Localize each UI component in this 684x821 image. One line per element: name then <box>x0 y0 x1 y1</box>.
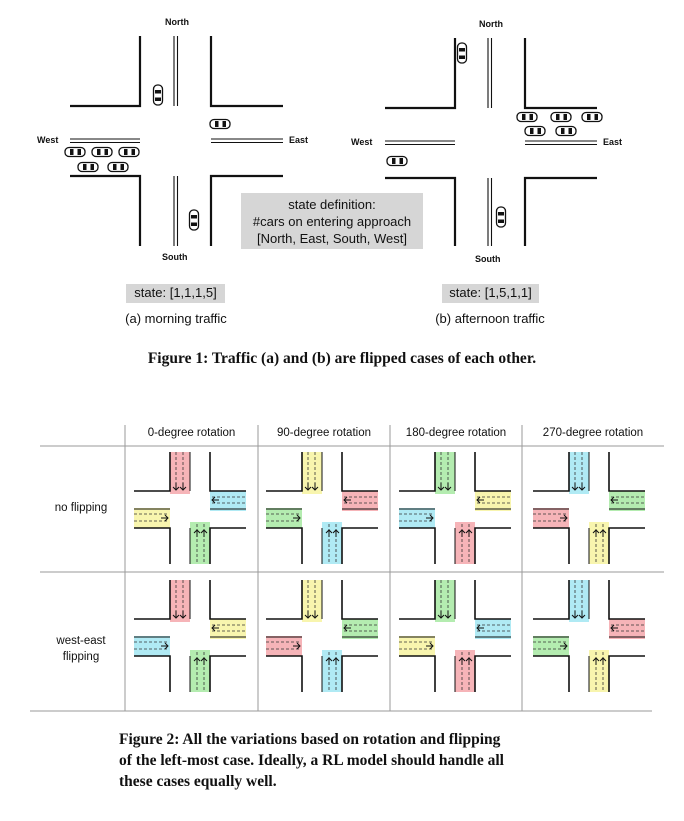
lane-strip-n <box>435 580 455 622</box>
car-icon <box>524 125 546 137</box>
row-label-no-flipping: no flipping <box>38 500 124 516</box>
figure2-table-lines <box>30 425 664 712</box>
lane-strip-n <box>170 452 190 494</box>
lane-strip-e <box>210 491 246 511</box>
figure2-caption-line2: of the left-most case. Ideally, a RL mod… <box>119 752 504 769</box>
lane-strip-e <box>475 619 511 639</box>
car-icon <box>456 42 468 64</box>
mini-intersection <box>533 452 645 564</box>
intersection-right <box>385 38 597 246</box>
column-header-90: 90-degree rotation <box>277 427 371 439</box>
lane-strip-w <box>533 636 569 656</box>
label-north-right: North <box>479 19 503 29</box>
mini-intersection <box>399 452 511 564</box>
lane-strip-s <box>455 522 475 564</box>
lane-strip-n <box>435 452 455 494</box>
lane-strip-n <box>569 452 589 494</box>
state-definition-box: state definition: #cars on entering appr… <box>241 193 423 249</box>
car-icon <box>77 161 99 173</box>
lane-strip-s <box>322 650 342 692</box>
car-icon <box>209 118 231 130</box>
column-header-270: 270-degree rotation <box>542 427 644 439</box>
mini-intersection <box>266 580 378 692</box>
column-header-0: 0-degree rotation <box>147 427 236 439</box>
lane-strip-s <box>455 650 475 692</box>
lane-strip-s <box>322 522 342 564</box>
lane-strip-s <box>190 650 210 692</box>
intersection-left-dividers <box>70 36 283 246</box>
subcaption-right: (b) afternoon traffic <box>435 311 545 326</box>
lane-strip-w <box>134 636 170 656</box>
car-icon <box>581 111 603 123</box>
intersection-left <box>70 36 283 246</box>
car-icon <box>118 146 140 158</box>
lane-strip-w <box>266 508 302 528</box>
state-definition-line3: [North, East, South, West] <box>256 231 408 246</box>
cars-layer <box>64 42 603 231</box>
lane-strip-s <box>589 522 609 564</box>
lane-strip-e <box>210 619 246 639</box>
lane-strip-e <box>609 619 645 639</box>
label-south-right: South <box>475 254 501 264</box>
lane-strip-n <box>302 452 322 494</box>
state-right: state: [1,5,1,1] <box>442 284 539 303</box>
lane-strip-n <box>170 580 190 622</box>
car-icon <box>188 209 200 231</box>
lane-strip-n <box>302 580 322 622</box>
mini-intersection <box>266 452 378 564</box>
label-south-left: South <box>162 252 188 262</box>
label-east-left: East <box>289 135 309 145</box>
row-label-no-flipping-line1: no flipping <box>54 502 108 514</box>
state-definition-line1: state definition: <box>288 197 376 212</box>
lane-strip-w <box>134 508 170 528</box>
figure1-caption: Figure 1: Traffic (a) and (b) are flippe… <box>147 350 537 367</box>
row-label-flip-line1: west-east <box>56 635 106 647</box>
car-icon <box>495 206 507 228</box>
lane-strip-e <box>342 491 378 511</box>
mini-intersection <box>533 580 645 692</box>
lane-strip-w <box>399 636 435 656</box>
figure2-caption: Figure 2: All the variations based on ro… <box>119 729 639 792</box>
lane-strip-s <box>589 650 609 692</box>
mini-intersection <box>399 580 511 692</box>
figure2-caption-line1: Figure 2: All the variations based on ro… <box>119 731 501 748</box>
column-header-180: 180-degree rotation <box>405 427 507 439</box>
car-icon <box>516 111 538 123</box>
row-label-flip-line2: flipping <box>62 651 100 663</box>
label-east-right: East <box>603 137 623 147</box>
car-icon <box>107 161 129 173</box>
state-definition-line2: #cars on entering approach <box>252 214 412 229</box>
car-icon <box>152 84 164 106</box>
lane-strip-w <box>533 508 569 528</box>
lane-strip-e <box>475 491 511 511</box>
lane-strip-e <box>342 619 378 639</box>
lane-strip-w <box>266 636 302 656</box>
state-left: state: [1,1,1,5] <box>126 284 225 303</box>
label-west-right: West <box>351 137 373 147</box>
car-icon <box>555 125 577 137</box>
mini-intersection <box>134 452 246 564</box>
car-icon <box>91 146 113 158</box>
lane-strip-w <box>399 508 435 528</box>
car-icon <box>386 155 408 167</box>
row-label-west-east-flipping: west-east flipping <box>38 633 124 665</box>
mini-intersection <box>134 580 246 692</box>
lane-strip-s <box>190 522 210 564</box>
figure2-variations <box>134 452 645 692</box>
car-icon <box>550 111 572 123</box>
lane-strip-e <box>609 491 645 511</box>
car-icon <box>64 146 86 158</box>
lane-strip-n <box>569 580 589 622</box>
subcaption-left: (a) morning traffic <box>125 311 227 326</box>
intersection-right-dividers <box>385 38 597 246</box>
figure2-caption-line3: these cases equally well. <box>119 773 277 790</box>
label-west-left: West <box>37 135 59 145</box>
label-north-left: North <box>165 17 189 27</box>
